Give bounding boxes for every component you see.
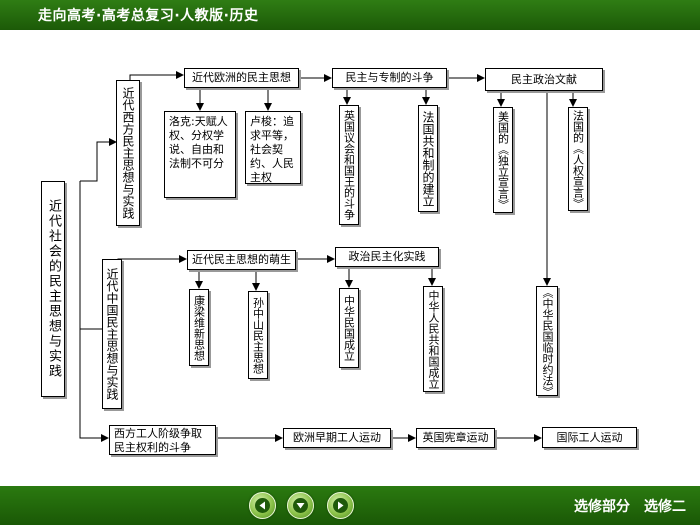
header-title: 走向高考·高考总复习·人教版·历史 [38,8,259,24]
branch-workers-node: 西方工人阶级争取民主权利的斗争 [109,425,216,455]
node-us-declaration: 美国的《独立宣言》 [493,107,513,213]
node-european-thought-label: 近代欧洲的民主思想 [192,71,291,84]
node-european-thought: 近代欧洲的民主思想 [184,68,299,88]
node-democracy-struggle-label: 民主与专制的斗争 [345,71,434,84]
node-locke-label: 洛克:天赋人权、分权学说、自由和法制不可分 [169,115,228,170]
node-france-republic-label: 法国共和制的建立 [421,110,435,207]
node-roc-founded: 中华民国成立 [339,288,359,368]
branch-china-node: 近代中国民主思想与实践 [102,259,122,409]
node-prc-founded: 中华人民共和国成立 [423,286,443,392]
node-international: 国际工人运动 [542,427,637,448]
node-democratic-documents-label: 民主政治文献 [511,72,577,86]
node-early-workers: 欧洲早期工人运动 [283,428,391,448]
node-sun-yat-sen: 孙中山民主思想 [248,291,268,379]
node-political-practice: 政治民主化实践 [335,247,439,267]
header-bar: 走向高考·高考总复习·人教版·历史 [0,0,700,30]
branch-workers-label: 西方工人阶级争取民主权利的斗争 [114,427,202,454]
node-kang-liang-label: 康梁维新思想 [192,294,206,361]
node-fr-declaration-label: 法国的《人权宣言》 [571,109,585,209]
node-rousseau-label: 卢梭：追求平等，社会契约、人民主权 [250,115,294,184]
branch-west-label: 近代西方民主思想与实践 [121,87,135,219]
next-icon [333,498,348,513]
node-democratic-documents: 民主政治文献 [485,68,603,91]
node-us-declaration-label: 美国的《独立宣言》 [496,110,510,210]
node-thought-germ: 近代民主思想的萌生 [187,250,296,270]
down-button[interactable] [287,492,314,519]
node-roc-founded-label: 中华民国成立 [342,295,356,361]
prev-button[interactable] [249,492,276,519]
next-button[interactable] [327,492,354,519]
branch-west-node: 近代西方民主思想与实践 [116,80,140,226]
node-international-label: 国际工人运动 [556,430,623,444]
branch-china-label: 近代中国民主思想与实践 [105,268,119,400]
node-provisional-constitution: 《中华民国临时约法》 [536,286,558,397]
down-icon [293,498,308,513]
footer-text: 选修部分 选修二 [574,499,686,515]
node-england-struggle-label: 英国议会和国王的斗争 [342,110,356,220]
node-prc-founded-label: 中华人民共和国成立 [427,289,440,389]
node-rousseau: 卢梭：追求平等，社会契约、人民主权 [245,111,301,184]
node-fr-declaration: 法国的《人权宣言》 [568,107,588,211]
footer-bar: 选修部分 选修二 [0,486,700,525]
node-kang-liang: 康梁维新思想 [189,289,209,366]
node-democracy-struggle: 民主与专制的斗争 [332,68,447,88]
node-provisional-constitution-label: 《中华民国临时约法》 [541,287,554,397]
node-chartist-label: 英国宪章运动 [422,431,489,444]
node-chartist: 英国宪章运动 [416,428,495,448]
node-thought-germ-label: 近代民主思想的萌生 [192,253,291,266]
node-france-republic: 法国共和制的建立 [418,105,438,212]
root-label: 近代社会的民主思想与实践 [46,199,61,379]
node-england-struggle: 英国议会和国王的斗争 [339,105,359,225]
node-political-practice-label: 政治民主化实践 [348,250,426,263]
root-node: 近代社会的民主思想与实践 [41,181,65,397]
node-sun-yat-sen-label: 孙中山民主思想 [251,296,265,374]
node-early-workers-label: 欧洲早期工人运动 [293,431,381,444]
node-locke: 洛克:天赋人权、分权学说、自由和法制不可分 [164,111,236,198]
prev-icon [255,498,270,513]
